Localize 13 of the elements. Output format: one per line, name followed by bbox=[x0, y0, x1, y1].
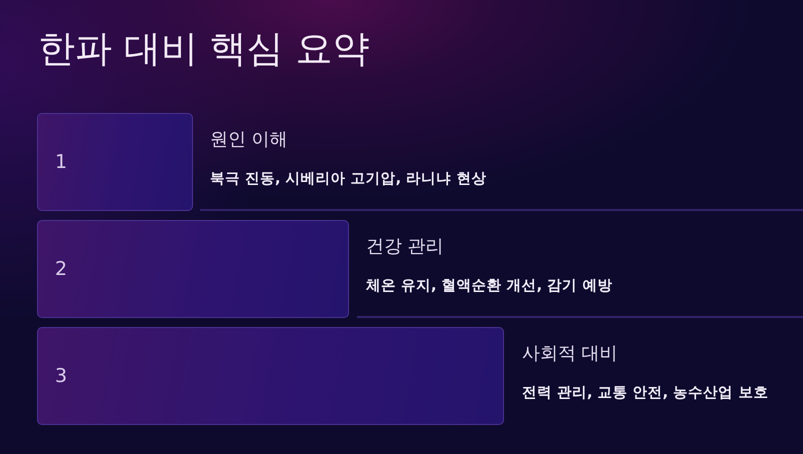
step-description: 전력 관리, 교통 안전, 농수산업 보호 bbox=[522, 384, 768, 403]
step-bar bbox=[37, 113, 193, 211]
step-number: 1 bbox=[55, 151, 68, 173]
step-heading: 건강 관리 bbox=[366, 235, 444, 259]
step-heading: 사회적 대비 bbox=[522, 342, 618, 366]
slide-title: 한파 대비 핵심 요약 bbox=[38, 26, 370, 72]
step-bar bbox=[37, 327, 504, 425]
step-description: 북극 진동, 시베리아 고기압, 라니냐 현상 bbox=[210, 170, 486, 189]
step-description: 체온 유지, 혈액순환 개선, 감기 예방 bbox=[366, 277, 612, 296]
step-number: 2 bbox=[55, 258, 68, 280]
step-bar bbox=[37, 220, 349, 318]
step-number: 3 bbox=[55, 365, 68, 387]
step-heading: 원인 이해 bbox=[210, 128, 288, 152]
